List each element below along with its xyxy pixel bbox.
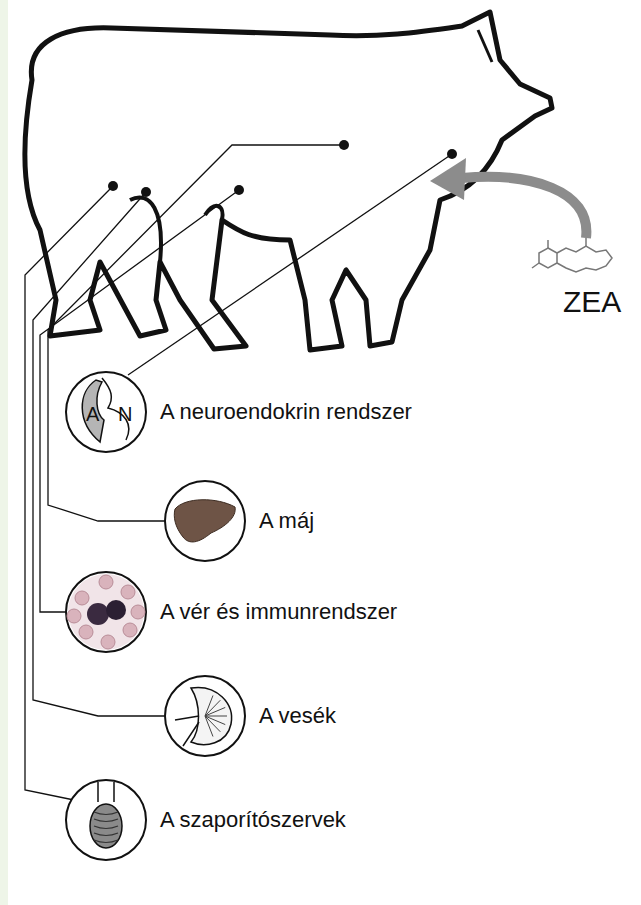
organ-node: A vesék	[163, 674, 336, 758]
toxin-name: ZEA	[563, 287, 621, 317]
organ-icon	[174, 500, 235, 542]
organ-dot	[234, 185, 244, 195]
organ-node: A szaporítószervek	[64, 778, 346, 862]
organ-node: A neuroendokrin rendszer	[64, 370, 412, 454]
organ-dot	[141, 187, 151, 197]
lobe-letter: A	[86, 404, 99, 424]
leader-line	[48, 145, 344, 521]
organ-circle	[163, 479, 247, 563]
organ-circle	[64, 370, 148, 454]
organ-label: A vesék	[259, 703, 336, 729]
organ-label: A vér és immunrendszer	[160, 599, 397, 625]
organ-circle	[163, 674, 247, 758]
organ-label: A szaporítószervek	[160, 807, 346, 833]
organ-dot	[339, 140, 349, 150]
exposure-arrow	[462, 177, 586, 238]
zea-molecule	[532, 238, 612, 272]
organ-label: A neuroendokrin rendszer	[160, 399, 412, 425]
organ-node: A máj	[163, 479, 314, 563]
panel-ground	[8, 0, 641, 905]
leader-lines	[25, 140, 457, 800]
organ-icon	[67, 574, 145, 650]
leader-line	[33, 192, 165, 716]
pig-ear-line	[478, 30, 492, 62]
organ-node: A vér és immunrendszer	[64, 570, 397, 654]
organ-circle	[64, 570, 148, 654]
lobe-letter: N	[118, 404, 132, 424]
pig-leg-line	[130, 198, 161, 262]
organ-icon	[90, 782, 122, 848]
organ-label: A máj	[259, 508, 314, 534]
organ-dot	[447, 149, 457, 159]
organ-icon	[175, 687, 232, 746]
exposure-arrowhead	[430, 158, 466, 200]
organ-circle	[64, 778, 148, 862]
organ-dot	[108, 181, 118, 191]
leader-line	[128, 154, 452, 375]
leader-line	[25, 186, 113, 800]
